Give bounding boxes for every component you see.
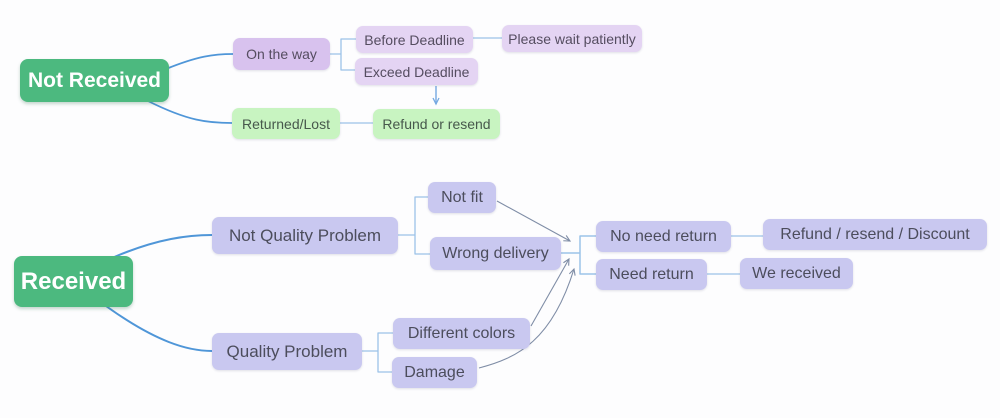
edge-received-qualityproblem (105, 305, 213, 352)
edge-notreceived-returnedlost (147, 100, 233, 124)
node-on-the-way[interactable]: On the way (233, 38, 330, 70)
node-refund-resend-discount[interactable]: Refund / resend / Discount (763, 219, 987, 250)
node-we-received[interactable]: We received (740, 258, 853, 289)
node-no-need-return[interactable]: No need return (596, 221, 731, 252)
node-not-fit[interactable]: Not fit (428, 182, 496, 213)
node-please-wait-patiently[interactable]: Please wait patiently (502, 25, 642, 52)
node-damage[interactable]: Damage (392, 357, 477, 388)
node-need-return[interactable]: Need return (596, 259, 707, 290)
node-not-quality-problem[interactable]: Not Quality Problem (212, 217, 398, 254)
edge-notreceived-ontheway (165, 53, 234, 70)
node-returned-lost[interactable]: Returned/Lost (232, 108, 340, 139)
node-before-deadline[interactable]: Before Deadline (356, 26, 473, 53)
bracket-notqualityproblem-children (398, 196, 430, 255)
bracket-qualityproblem-children (362, 332, 393, 373)
node-different-colors[interactable]: Different colors (393, 318, 530, 349)
node-not-received[interactable]: Not Received (20, 59, 169, 102)
bracket-returnbranch (561, 235, 596, 275)
arrow-notfit-returnbranch (496, 200, 572, 242)
node-refund-or-resend[interactable]: Refund or resend (373, 109, 500, 139)
edge-received-notqualityproblem (111, 234, 213, 259)
node-received[interactable]: Received (14, 256, 133, 307)
arrow-differentcolors-returnbranch (530, 257, 570, 327)
arrow-damage-returnbranch (478, 267, 576, 369)
node-exceed-deadline[interactable]: Exceed Deadline (355, 58, 478, 85)
node-quality-problem[interactable]: Quality Problem (212, 333, 362, 370)
node-wrong-delivery[interactable]: Wrong delivery (430, 237, 561, 270)
bracket-ontheway-children (330, 38, 356, 71)
